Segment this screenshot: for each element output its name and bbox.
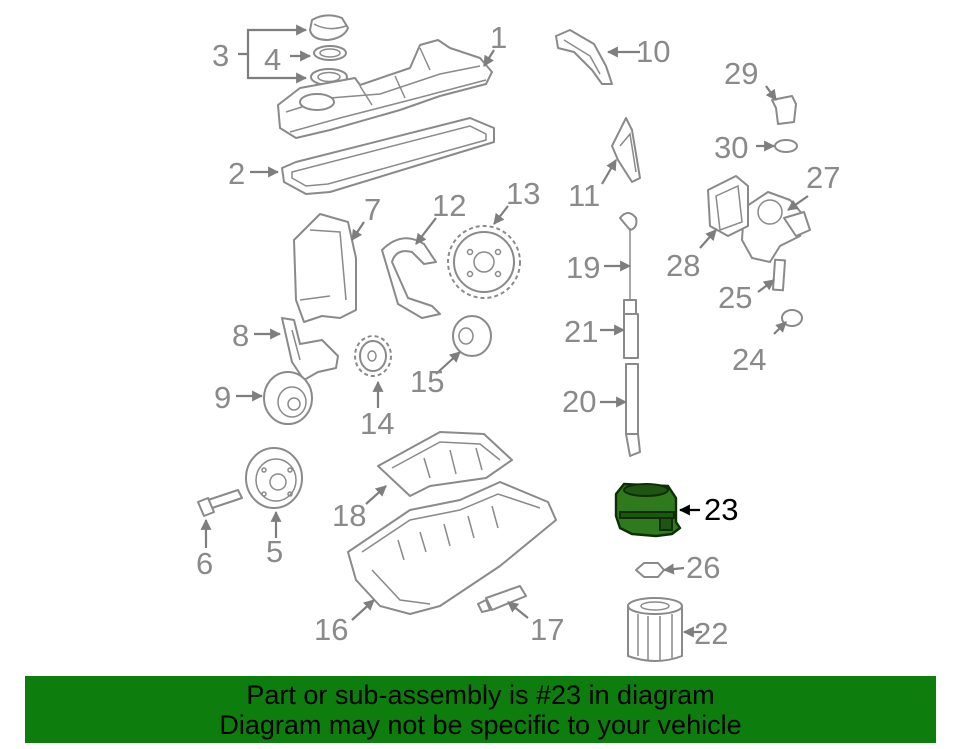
drain-plug[interactable] bbox=[771, 95, 797, 125]
valve-cover-gasket[interactable] bbox=[281, 117, 495, 195]
dipstick-guide-tube[interactable] bbox=[625, 363, 641, 457]
camshaft-sprocket[interactable] bbox=[447, 225, 521, 299]
callout-labels: 1 2 3 4 5 6 7 8 9 10 11 12 13 14 15 16 1… bbox=[196, 20, 840, 651]
oil-dipstick[interactable] bbox=[619, 212, 638, 300]
callout-14: 14 bbox=[360, 406, 394, 441]
banner-line-2: Diagram may not be specific to your vehi… bbox=[219, 710, 742, 740]
pulley-bolt[interactable] bbox=[197, 489, 243, 517]
callout-29: 29 bbox=[724, 56, 758, 91]
callout-17: 17 bbox=[530, 612, 564, 647]
callout-21: 21 bbox=[564, 314, 598, 349]
callout-16: 16 bbox=[314, 612, 348, 647]
callout-4: 4 bbox=[264, 42, 281, 77]
lower-timing-cover[interactable] bbox=[281, 317, 339, 381]
timing-belt-cover[interactable] bbox=[293, 213, 357, 323]
timing-belt[interactable] bbox=[381, 237, 441, 319]
crankshaft-pulley[interactable] bbox=[245, 447, 303, 509]
oil-pan[interactable] bbox=[347, 481, 557, 615]
callout-3: 3 bbox=[212, 38, 229, 73]
oil-filter[interactable] bbox=[627, 597, 683, 662]
crankshaft-sprocket[interactable] bbox=[354, 335, 392, 377]
oil-cooler-highlighted[interactable] bbox=[614, 482, 682, 538]
callout-22: 22 bbox=[694, 616, 728, 651]
callout-25: 25 bbox=[718, 280, 752, 315]
filter-housing-gasket[interactable] bbox=[707, 175, 749, 237]
callout-28: 28 bbox=[666, 248, 700, 283]
callout-18: 18 bbox=[332, 498, 366, 533]
callout-8: 8 bbox=[232, 318, 249, 353]
oil-filler-cap[interactable] bbox=[309, 14, 349, 41]
housing-stud[interactable] bbox=[771, 258, 787, 292]
callout-23: 23 bbox=[704, 492, 738, 527]
callout-11: 11 bbox=[568, 178, 600, 213]
callout-24: 24 bbox=[732, 342, 766, 377]
callout-27: 27 bbox=[806, 160, 840, 195]
valve-cover[interactable] bbox=[277, 39, 493, 139]
filter-housing-nut[interactable] bbox=[635, 562, 665, 578]
callout-10: 10 bbox=[636, 34, 670, 69]
callout-20: 20 bbox=[562, 384, 596, 419]
drain-plug-washer[interactable] bbox=[774, 139, 798, 153]
callout-13: 13 bbox=[506, 176, 540, 211]
callout-2: 2 bbox=[228, 156, 245, 191]
callout-26: 26 bbox=[686, 550, 720, 585]
callout-30: 30 bbox=[714, 130, 748, 165]
upper-timing-cover[interactable] bbox=[555, 29, 613, 85]
cap-seal-rings[interactable] bbox=[310, 45, 348, 86]
leader-lines bbox=[200, 24, 809, 638]
callout-5: 5 bbox=[266, 534, 283, 569]
callout-12: 12 bbox=[432, 188, 466, 223]
callout-6: 6 bbox=[196, 546, 213, 581]
callout-9: 9 bbox=[214, 380, 231, 415]
dipstick-tube-upper[interactable] bbox=[623, 299, 639, 359]
callout-15: 15 bbox=[410, 364, 444, 399]
banner-line-1: Part or sub-assembly is #23 in diagram bbox=[246, 680, 715, 710]
timing-belt-guard[interactable] bbox=[611, 117, 641, 183]
oil-pan-baffle[interactable] bbox=[377, 431, 513, 497]
vibration-damper[interactable] bbox=[263, 371, 313, 425]
callout-7: 7 bbox=[364, 192, 381, 227]
housing-o-ring[interactable] bbox=[781, 309, 803, 327]
callout-19: 19 bbox=[566, 250, 600, 285]
info-banner: Part or sub-assembly is #23 in diagram D… bbox=[25, 676, 936, 743]
tensioner-pulley[interactable] bbox=[452, 315, 492, 357]
callout-1: 1 bbox=[490, 20, 507, 55]
sealant-tube[interactable] bbox=[477, 585, 527, 613]
